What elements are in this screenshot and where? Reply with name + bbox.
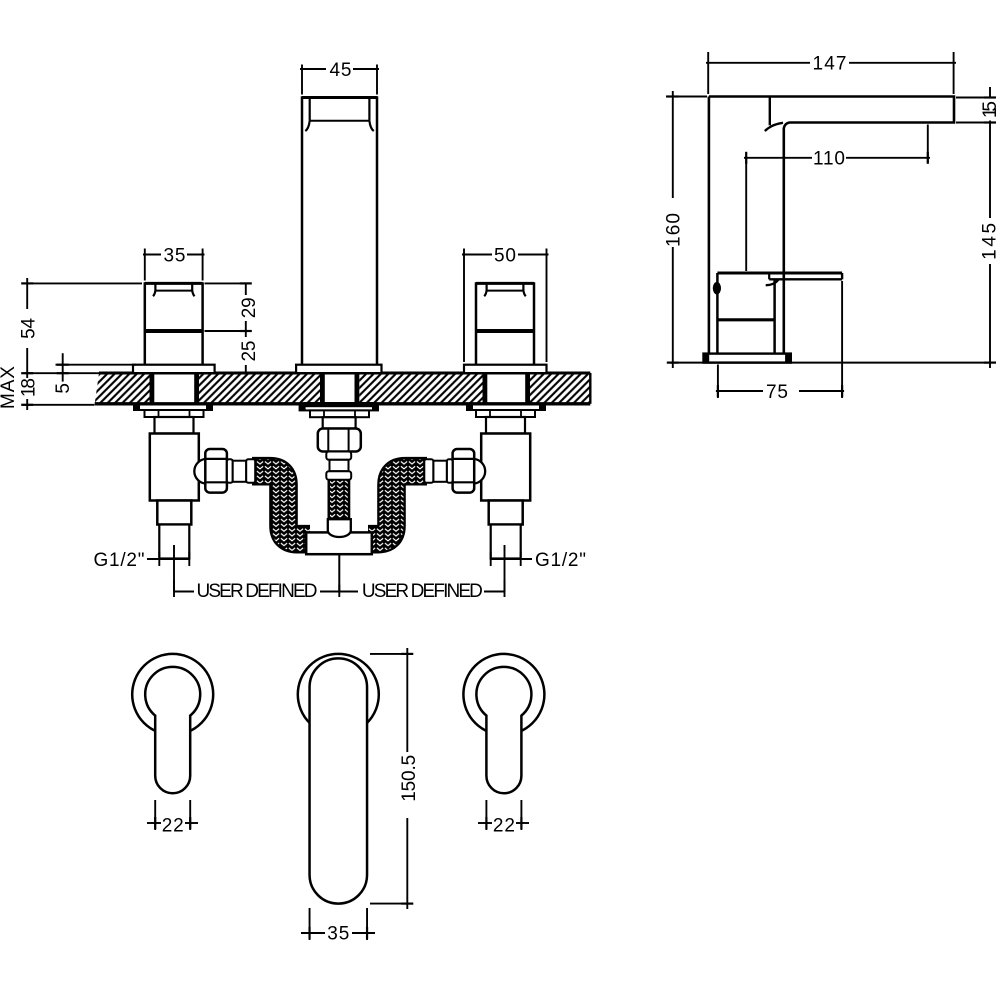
svg-text:54: 54 (18, 317, 39, 338)
svg-text:35: 35 (164, 245, 186, 266)
svg-text:75: 75 (766, 382, 788, 403)
svg-text:G1/2": G1/2" (94, 550, 145, 571)
svg-text:150.5: 150.5 (399, 755, 420, 802)
svg-text:22: 22 (162, 816, 184, 837)
svg-text:USER DEFINED: USER DEFINED (362, 581, 483, 602)
svg-text:MAX: MAX (0, 366, 19, 409)
svg-text:160: 160 (664, 213, 685, 247)
svg-text:15: 15 (980, 101, 1000, 118)
svg-text:35: 35 (327, 924, 349, 945)
svg-text:29: 29 (239, 297, 260, 318)
svg-text:45: 45 (330, 60, 352, 81)
svg-text:22: 22 (493, 816, 515, 837)
svg-text:5: 5 (53, 383, 74, 394)
svg-text:USER DEFINED: USER DEFINED (197, 581, 318, 602)
svg-text:110: 110 (813, 149, 845, 170)
svg-text:145: 145 (980, 223, 1000, 260)
svg-text:147: 147 (813, 54, 847, 75)
svg-text:18: 18 (18, 378, 39, 397)
svg-text:50: 50 (494, 245, 516, 266)
svg-text:25: 25 (239, 341, 260, 362)
svg-text:G1/2": G1/2" (535, 550, 586, 571)
